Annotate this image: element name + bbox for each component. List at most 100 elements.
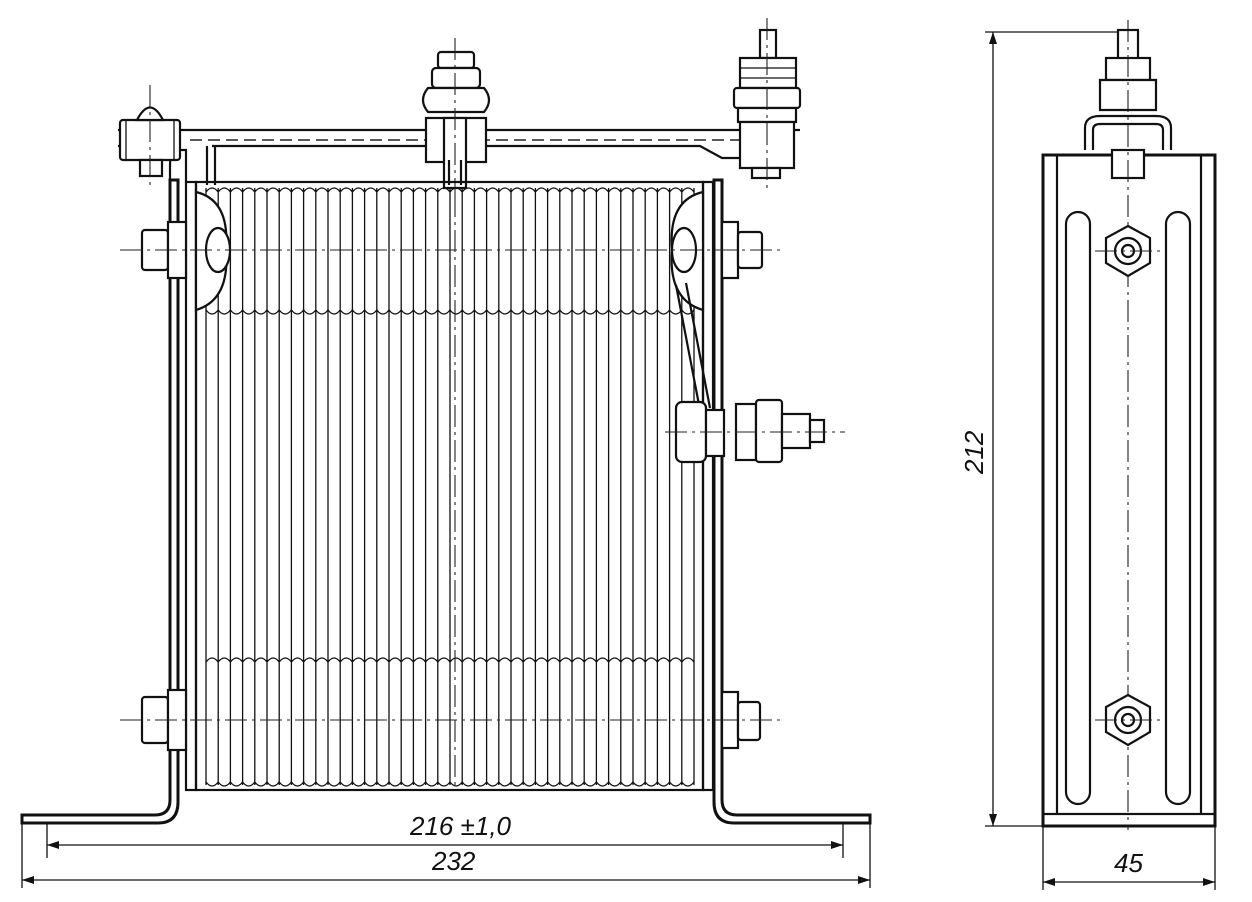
dimension-212-label: 212	[959, 430, 989, 475]
upper-tie-rod	[120, 220, 785, 280]
winding-ridge-bottom	[534, 781, 549, 787]
winding-ridge-bottom	[266, 309, 280, 315]
winding-ridge-top	[608, 187, 622, 193]
winding-ridge-top	[229, 657, 244, 663]
winding-ridge-top	[486, 657, 500, 663]
winding-ridge-bottom	[205, 309, 219, 315]
winding-ridge-top	[327, 657, 341, 663]
tap-lead	[674, 282, 712, 411]
winding-ridge-bottom	[449, 309, 463, 315]
winding-ridge-top	[254, 187, 268, 193]
dimension-45: 45	[1042, 826, 1216, 890]
right-end-plate	[701, 180, 715, 792]
winding-ridge-top	[583, 187, 597, 193]
winding-ridge-bottom	[583, 781, 597, 787]
winding-ridge-top	[681, 657, 695, 663]
winding-ridge-top	[339, 657, 353, 663]
winding-ridge-top	[242, 187, 256, 193]
winding-ridge-bottom	[522, 309, 536, 315]
side-view: 212 45	[959, 20, 1217, 890]
dimension-45-label: 45	[1114, 848, 1143, 878]
winding-ridge-top	[217, 657, 231, 663]
winding-ridge-bottom	[486, 781, 500, 787]
winding-ridge-bottom	[303, 309, 317, 315]
winding-ridge-top	[583, 657, 597, 663]
winding-ridge-top	[595, 187, 610, 193]
left-top-terminal	[118, 85, 182, 190]
winding-ridge-top	[498, 187, 512, 193]
winding-ridge-bottom	[327, 309, 341, 315]
winding-ridge-bottom	[425, 781, 439, 787]
side-top-terminal	[1083, 20, 1173, 830]
winding-ridge-top	[425, 657, 439, 663]
winding-ridge-top	[669, 657, 683, 663]
winding-ridge-bottom	[656, 781, 671, 787]
winding-ridge-top	[205, 187, 219, 193]
winding-ridge-top	[412, 657, 427, 663]
winding-ridge-bottom	[559, 309, 573, 315]
winding-ridge-top	[351, 187, 366, 193]
winding-ridge-top	[242, 657, 256, 663]
winding-ridge-top	[620, 187, 634, 193]
winding-ridge-bottom	[229, 781, 244, 787]
winding-ridge-bottom	[229, 309, 244, 315]
winding-ridge-bottom	[364, 309, 378, 315]
winding-ridge-bottom	[620, 781, 634, 787]
winding-ridge-bottom	[473, 781, 488, 787]
winding-ridge-bottom	[608, 781, 622, 787]
winding-ridge-bottom	[303, 781, 317, 787]
lower-winding-ridges	[205, 657, 695, 787]
front-view: 216 ±1,0 232	[20, 18, 872, 888]
winding-ridge-top	[388, 657, 402, 663]
winding-ridge-top	[534, 187, 549, 193]
dimension-232-label: 232	[431, 846, 476, 876]
winding-ridge-bottom	[534, 309, 549, 315]
winding-ridge-top	[522, 657, 536, 663]
winding-ridge-bottom	[571, 309, 585, 315]
winding-ridge-bottom	[510, 309, 524, 315]
winding-ridge-bottom	[547, 309, 561, 315]
winding-ridge-bottom	[376, 309, 390, 315]
winding-ridge-top	[315, 657, 329, 663]
winding-ridge-bottom	[388, 309, 402, 315]
winding-ridge-top	[461, 657, 475, 663]
left-slot	[1064, 210, 1092, 806]
resistance-winding	[205, 188, 695, 785]
winding-ridge-top	[290, 187, 305, 193]
winding-ridge-bottom	[473, 309, 488, 315]
winding-ridge-bottom	[656, 309, 671, 315]
winding-ridge-bottom	[412, 781, 427, 787]
dimension-212: 212	[959, 31, 1118, 827]
winding-ridge-bottom	[412, 309, 427, 315]
winding-ridge-bottom	[595, 309, 610, 315]
winding-ridge-bottom	[437, 309, 451, 315]
winding-ridge-bottom	[632, 781, 646, 787]
winding-ridge-bottom	[461, 309, 475, 315]
winding-ridge-top	[608, 657, 622, 663]
winding-ridge-bottom	[217, 781, 231, 787]
winding-ridge-bottom	[327, 781, 341, 787]
winding-ridge-top	[388, 187, 402, 193]
winding-ridge-top	[351, 657, 366, 663]
winding-ridge-top	[522, 187, 536, 193]
winding-ridge-top	[632, 187, 646, 193]
winding-ridge-bottom	[461, 781, 475, 787]
winding-ridge-top	[473, 657, 488, 663]
winding-ridge-bottom	[437, 781, 451, 787]
left-mounting-foot	[20, 178, 180, 825]
winding-ridge-top	[364, 187, 378, 193]
winding-ridge-bottom	[254, 309, 268, 315]
winding-ridge-bottom	[498, 781, 512, 787]
winding-ridge-top	[449, 657, 463, 663]
winding-ridge-bottom	[339, 309, 353, 315]
winding-ridge-top	[254, 657, 268, 663]
winding-ridge-top	[364, 657, 378, 663]
winding-ridge-top	[644, 657, 658, 663]
winding-ridge-bottom	[583, 309, 597, 315]
winding-ridge-bottom	[425, 309, 439, 315]
winding-ridge-top	[620, 657, 634, 663]
side-upper-nut	[1095, 224, 1162, 278]
winding-ridge-top	[559, 187, 573, 193]
winding-ridge-bottom	[351, 309, 366, 315]
